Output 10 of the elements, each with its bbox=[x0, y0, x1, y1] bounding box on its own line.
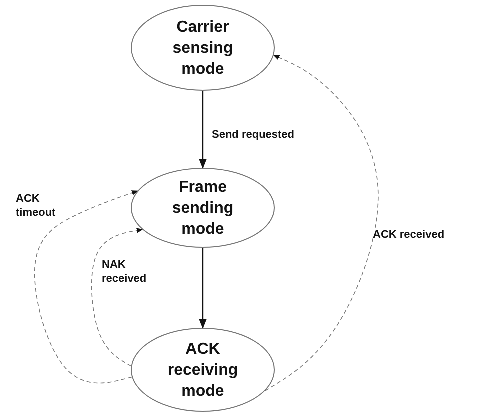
transition-arrow bbox=[34, 190, 138, 384]
transition-label: Send requested bbox=[212, 128, 295, 142]
state-label: Frame sending mode bbox=[171, 178, 235, 240]
transition-arrow bbox=[199, 248, 207, 329]
transition-label: ACK received bbox=[373, 228, 445, 242]
transition-arrow bbox=[199, 91, 207, 169]
state-label: ACK receiving mode bbox=[166, 340, 240, 402]
transition-arrow bbox=[91, 228, 144, 367]
state-label: Carrier sensing mode bbox=[172, 18, 234, 80]
transition-arrow bbox=[264, 55, 379, 392]
